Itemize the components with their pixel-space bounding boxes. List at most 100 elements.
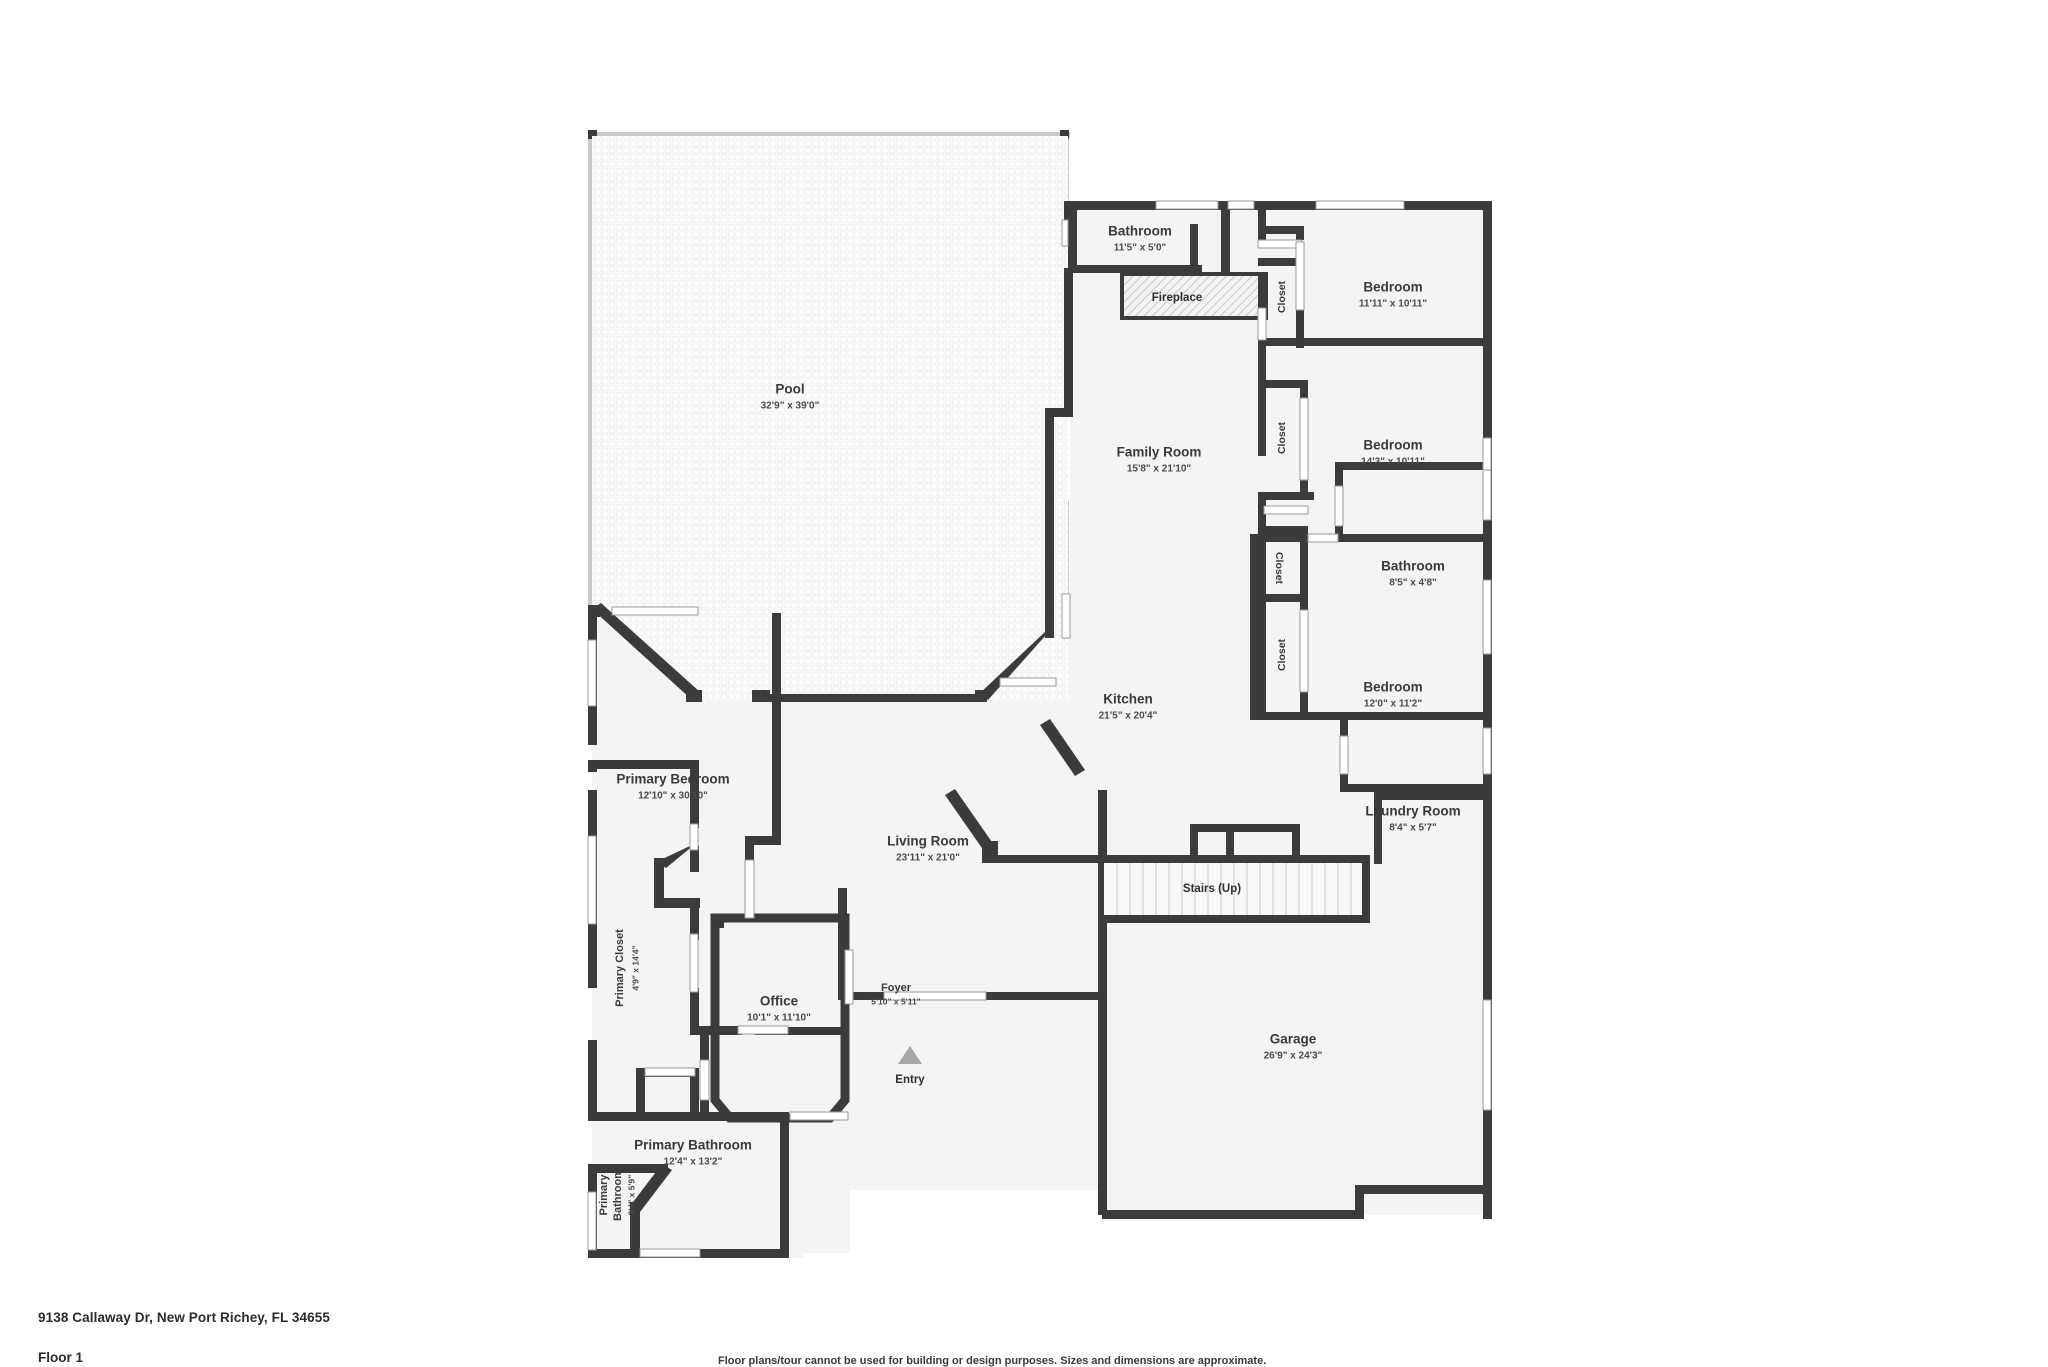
- label-primary-bathroom-2-line2: Bathroom: [612, 1169, 624, 1221]
- wall-bath1-divider: [1190, 224, 1198, 272]
- fill-pool: [592, 136, 1068, 700]
- wall-cl4-right-b: [1300, 690, 1308, 718]
- door-bath2-hall: [1334, 485, 1344, 527]
- wall-stairs-west: [1098, 790, 1107, 924]
- feature-labels: Fireplace Stairs (Up) Entry: [895, 292, 1241, 1086]
- wall-bath2-north: [1335, 462, 1492, 470]
- wall-bed1-cl-top: [1258, 226, 1302, 234]
- label-primary-bathroom-2-line1: Primary: [598, 1174, 610, 1216]
- label-foyer-dims: 5'10" x 5'11": [871, 996, 920, 1006]
- wall-stair-closet-a: [1190, 828, 1198, 858]
- wall-bed2-cl-bot: [1258, 492, 1314, 500]
- wall-bed2-cl-l: [1258, 346, 1266, 456]
- door-foyer-garage: [883, 991, 987, 1001]
- pool-corner-ne: [1060, 130, 1069, 139]
- wall-bed2-cl-top: [1258, 380, 1306, 388]
- door-closet-1b: [1295, 241, 1305, 311]
- door-primary-closet-a: [689, 823, 699, 851]
- wall-cl3-right: [1300, 542, 1308, 600]
- wall-bed2-cl-l2: [1258, 492, 1266, 532]
- wall-stair-closet-top: [1190, 824, 1300, 832]
- label-primary-bathroom-name: Primary Bathroom: [634, 1138, 752, 1153]
- office-corner-a: [715, 914, 724, 928]
- window-primary-b: [587, 835, 597, 925]
- label-bedroom-2-name: Bedroom: [1363, 438, 1422, 453]
- door-pbath-inner: [699, 1059, 710, 1101]
- wall-laundry-south: [1340, 784, 1492, 792]
- label-bathroom-hall-name: Bathroom: [1108, 224, 1172, 239]
- label-garage-dims: 26'9" x 24'3": [1264, 1051, 1323, 1062]
- vertical-room-labels: Primary Closet 4'9" x 14'4" Primary Bath…: [598, 929, 640, 1221]
- wall-garage-west: [1098, 860, 1107, 1215]
- wall-pool-south: [760, 694, 980, 702]
- wall-bed1-cl-mid: [1258, 258, 1302, 266]
- door-closet-4: [1299, 609, 1309, 693]
- wall-living-stairs: [982, 855, 1102, 863]
- pool-screen-wall-north: [592, 132, 1070, 137]
- wall-stairs-south: [1098, 915, 1370, 923]
- label-office-name: Office: [760, 994, 799, 1009]
- window-laundry: [1482, 727, 1492, 775]
- pool-corner-nw: [588, 130, 597, 139]
- label-bedroom-1-dims: 11'11" x 10'11": [1359, 299, 1427, 310]
- wall-garage-south: [1102, 1210, 1364, 1219]
- wall-garage-step-riser: [1355, 1185, 1364, 1219]
- door-living-primary: [744, 859, 755, 919]
- wall-pbath-top: [588, 1112, 788, 1121]
- wall-pool-sw-corner: [752, 690, 770, 702]
- wall-east: [1483, 201, 1492, 1219]
- closet-labels: Closet Closet Closet Closet: [1273, 280, 1288, 671]
- wall-diag-living-a: [945, 789, 994, 851]
- label-pool-dims: 32'9" x 39'0": [761, 401, 820, 412]
- label-laundry-dims: 8'4" x 5'7": [1389, 823, 1437, 834]
- wall-diagonal-kitchen-pool: [979, 626, 1054, 700]
- wall-bed2-cl-r2: [1300, 478, 1308, 500]
- door-bath2: [1307, 533, 1339, 543]
- slider-pool-north: [1061, 219, 1069, 247]
- label-fireplace: Fireplace: [1152, 292, 1203, 304]
- wall-laundry-north: [1340, 712, 1492, 720]
- window-pbath: [587, 1191, 597, 1251]
- label-primary-bathroom-dims: 12'4" x 13'2": [664, 1157, 723, 1168]
- label-living-room-dims: 23'11" x 21'0": [896, 853, 960, 864]
- wall-bed2-cl-bot2: [1258, 526, 1308, 534]
- fireplace-hatch: [1124, 276, 1264, 316]
- label-laundry-name: Laundry Room: [1365, 804, 1460, 819]
- label-primary-closet-name: Primary Closet: [614, 929, 626, 1007]
- windows: [587, 200, 1492, 1258]
- window-garage-east: [1482, 999, 1492, 1111]
- label-bedroom-2-dims: 14'3" x 10'11": [1361, 457, 1425, 468]
- window-hall: [1227, 200, 1255, 210]
- wall-diagonal-primary: [592, 603, 700, 699]
- wall-cl3-bot: [1258, 594, 1308, 602]
- corner-primary-ne: [686, 690, 702, 702]
- wall-primary-east: [772, 613, 781, 843]
- window-bath2: [1482, 469, 1492, 521]
- label-closet-3: Closet: [1273, 552, 1285, 585]
- label-family-room-name: Family Room: [1117, 445, 1202, 460]
- wall-primary-east-step: [745, 836, 781, 845]
- wall-pcloset-niche-b: [654, 898, 700, 908]
- label-primary-bathroom-2-dims: 3'4" x 5'9": [626, 1175, 636, 1215]
- label-bedroom-1-name: Bedroom: [1363, 280, 1422, 295]
- window-bed3: [1482, 579, 1492, 655]
- label-office-dims: 10'1" x 11'10": [747, 1013, 811, 1024]
- label-stairs: Stairs (Up): [1183, 883, 1241, 895]
- wall-primary-west-3: [588, 918, 597, 988]
- wall-cl4-bot: [1250, 712, 1370, 720]
- label-living-room-name: Living Room: [887, 834, 969, 849]
- stairs-body: [1104, 863, 1362, 915]
- wall-garage-south-step: [1355, 1185, 1492, 1194]
- door-pcloset-sub: [644, 1067, 696, 1077]
- pool-screen-wall-west: [588, 132, 593, 614]
- room-labels: Pool 32'9" x 39'0" Bathroom 11'5" x 5'0"…: [616, 224, 1460, 1168]
- label-bedroom-3-name: Bedroom: [1363, 680, 1422, 695]
- wall-bath2-west-a: [1335, 462, 1343, 490]
- wall-pbath-east: [780, 1112, 789, 1258]
- wall-pcloset-east-b: [690, 846, 699, 872]
- wall-garage-nw: [1374, 792, 1382, 864]
- wall-pcloset-bottom: [690, 1026, 742, 1035]
- wall-pbath-small-top: [588, 1164, 668, 1173]
